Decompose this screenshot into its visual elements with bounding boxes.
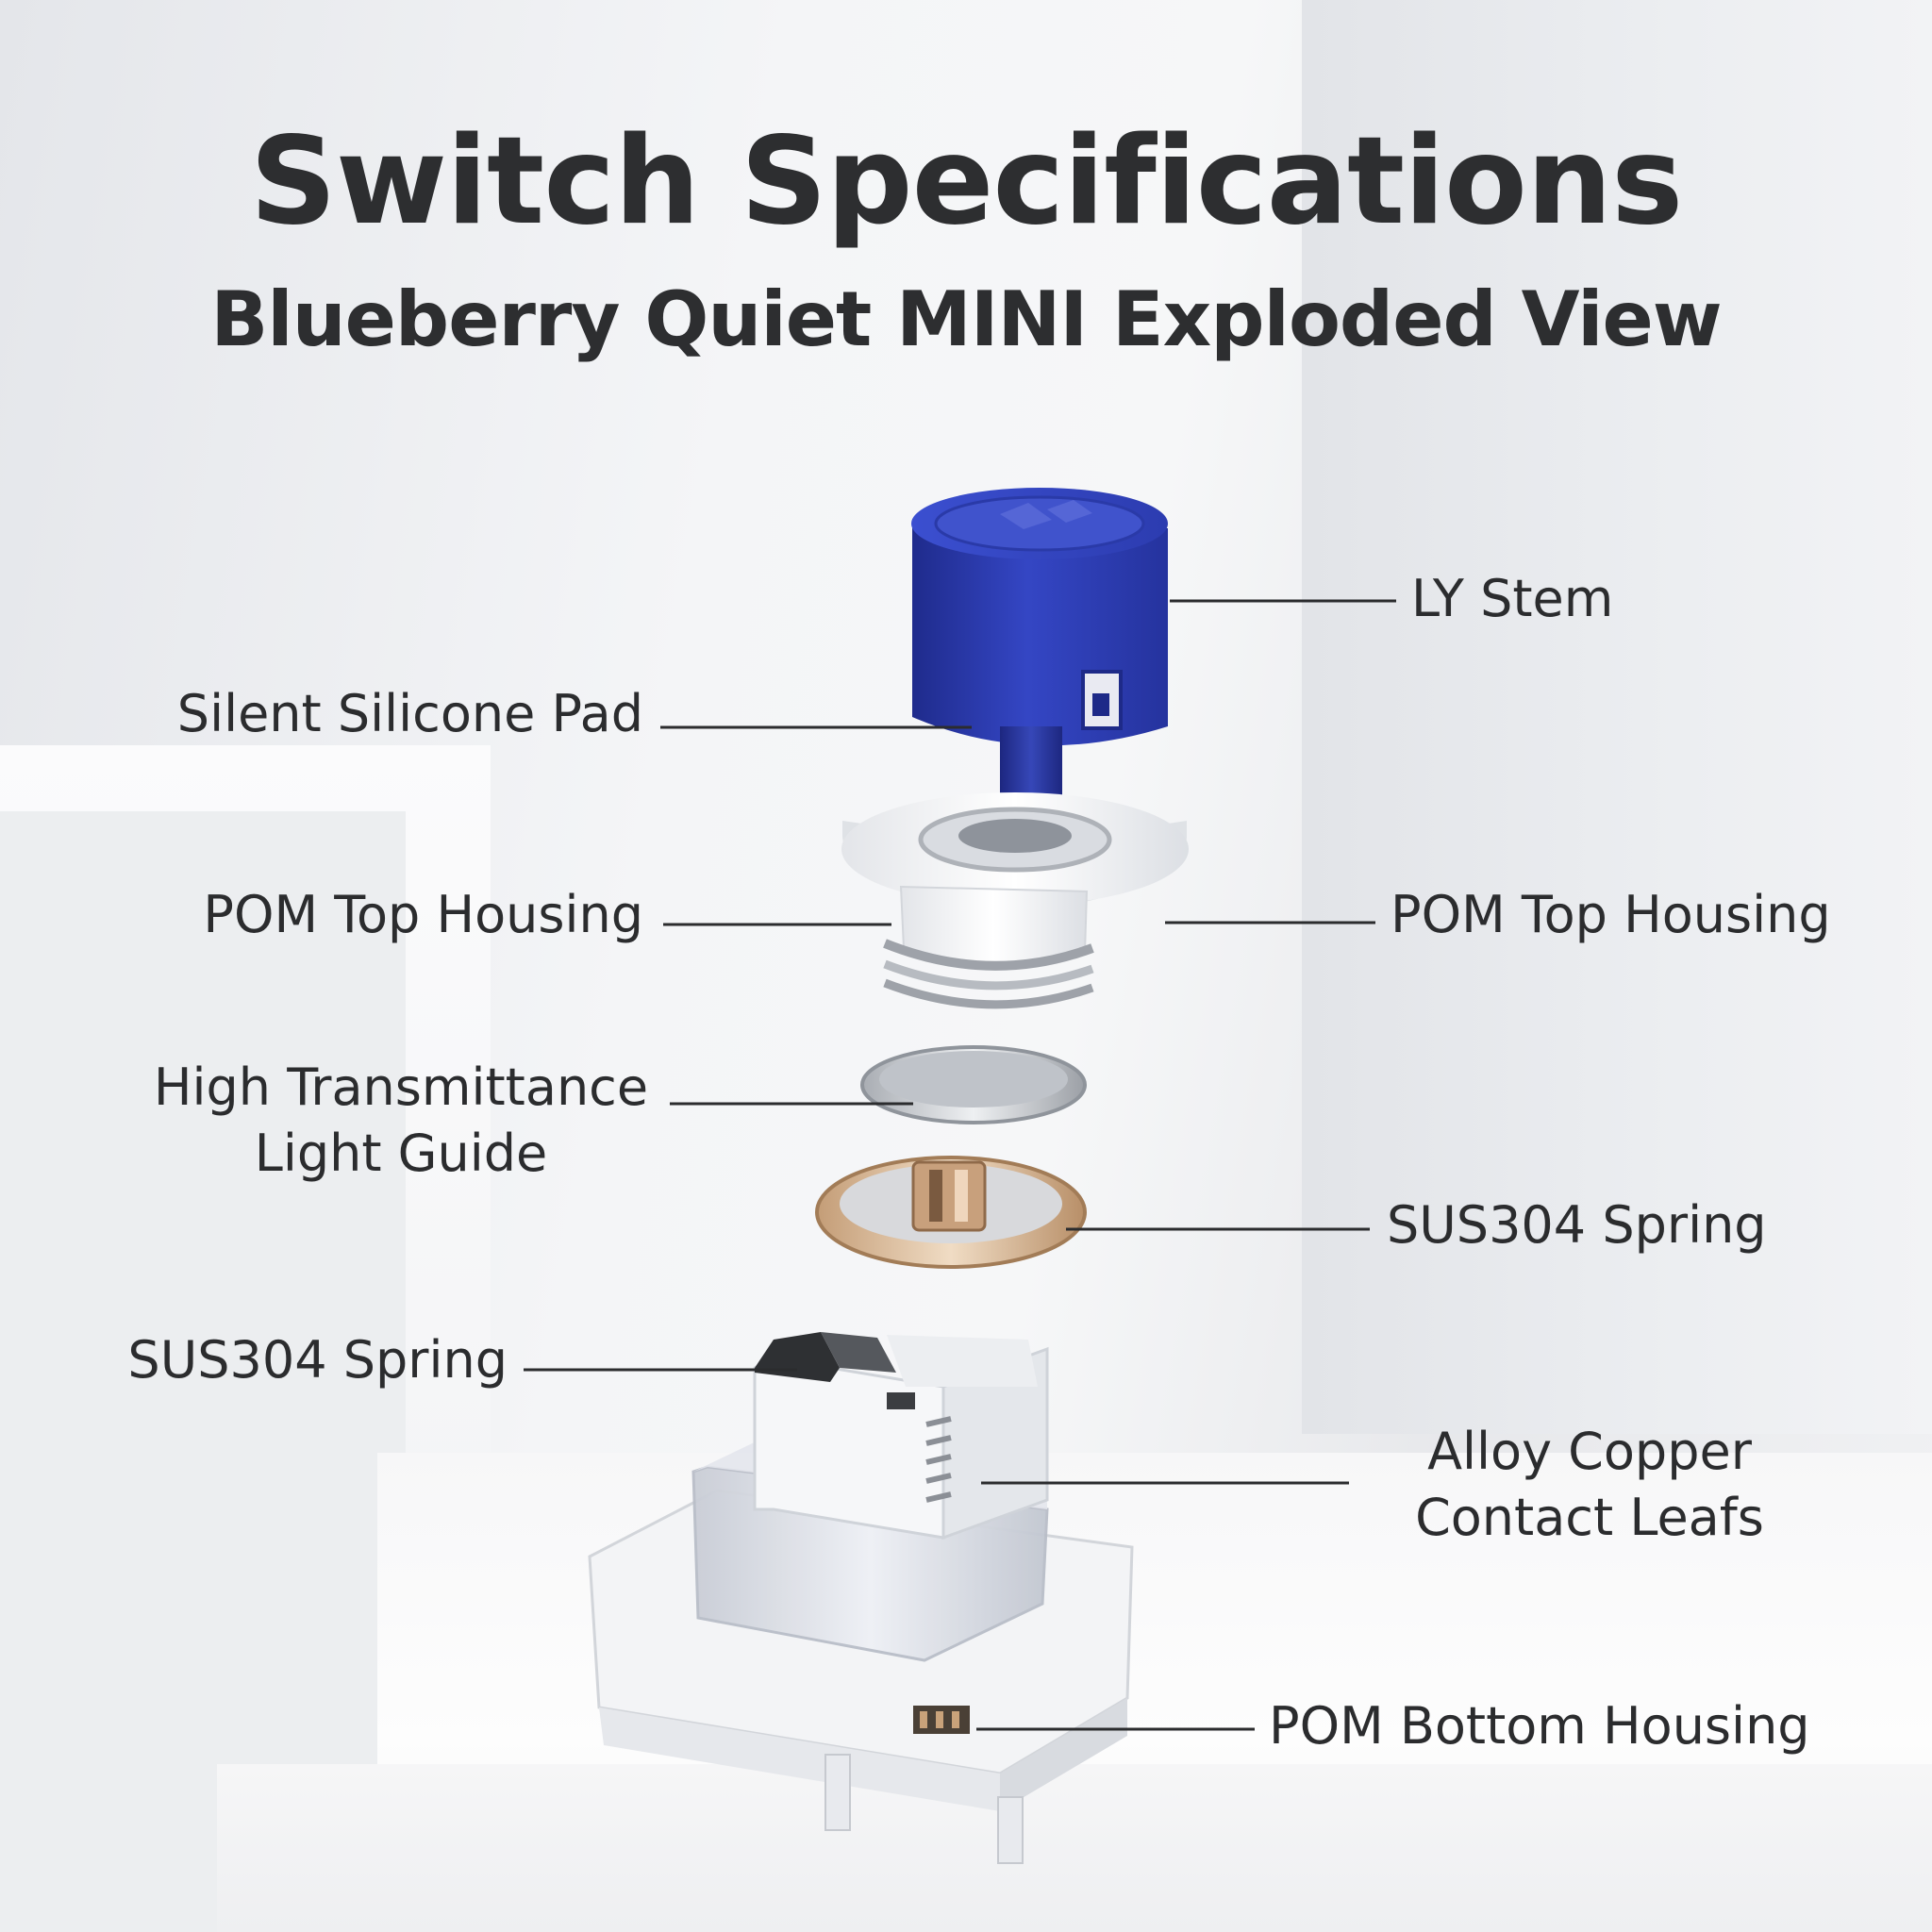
leader-lines [524, 599, 1396, 1731]
stem-part [911, 488, 1168, 830]
label-pom-top-housing-left: POM Top Housing [203, 885, 643, 944]
label-contact-leafs-line-1: Alloy Copper [1427, 1422, 1752, 1481]
label-silent-silicone-pad: Silent Silicone Pad [176, 684, 643, 743]
label-pom-bottom-housing: POM Bottom Housing [1269, 1696, 1810, 1756]
label-contact-leafs-line-2: Contact Leafs [1415, 1488, 1764, 1547]
label-sus304-spring-right: SUS304 Spring [1387, 1195, 1767, 1255]
label-ly-stem: LY Stem [1411, 569, 1614, 628]
bottom-housing-part [588, 1332, 1134, 1864]
page-subtitle: Blueberry Quiet MINI Exploded View [210, 275, 1722, 363]
top-housing-part [841, 792, 1189, 1009]
background-pedestal [217, 1764, 1932, 1932]
label-pom-top-housing-right: POM Top Housing [1391, 885, 1831, 944]
label-light-guide-line-2: Light Guide [254, 1124, 548, 1183]
label-contact-leafs: Alloy Copper Contact Leafs [1377, 1419, 1802, 1551]
label-light-guide-line-1: High Transmittance [153, 1058, 649, 1117]
page-title: Switch Specifications [249, 111, 1684, 252]
label-sus304-spring-left: SUS304 Spring [127, 1330, 508, 1390]
background-left-face [0, 811, 406, 1932]
light-guide-part [860, 1045, 1087, 1124]
label-light-guide: High Transmittance Light Guide [142, 1055, 660, 1187]
background-wall [1302, 0, 1932, 1434]
spring-ring-part [815, 1156, 1087, 1269]
